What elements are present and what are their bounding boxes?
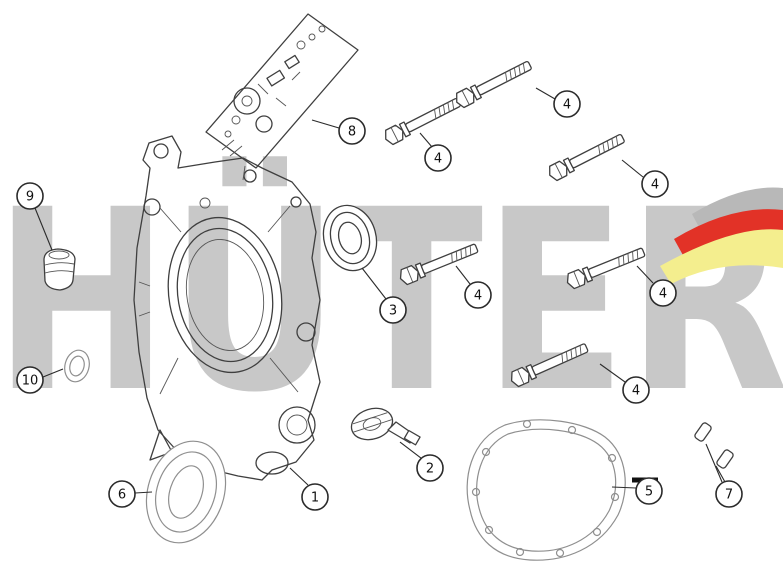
logo-swoosh-yellow: [660, 229, 783, 284]
flange-bolt-1: [381, 94, 464, 147]
callout-10-label: 10: [22, 374, 39, 389]
callout-4f-label: 4: [632, 384, 640, 399]
callout-6-label: 6: [118, 488, 126, 503]
oil-seal: [145, 440, 227, 544]
brand-logo-swoosh: [660, 187, 783, 284]
callout-3: 3: [361, 267, 407, 324]
callout-9: 9: [16, 182, 53, 251]
callout-2-label: 2: [426, 462, 434, 477]
dowel-pin-1: [694, 422, 712, 442]
callout-8: 8: [311, 117, 366, 145]
cover-gasket: [466, 419, 626, 561]
seal-ring: [64, 349, 90, 383]
callout-4f: 4: [599, 363, 650, 404]
callout-8-label: 8: [348, 125, 356, 140]
callout-2: 2: [399, 441, 444, 482]
oil-filler-dipstick: [350, 407, 421, 446]
callout-1: 1: [289, 467, 329, 511]
callout-4e-label: 4: [659, 287, 667, 302]
callout-1-label: 1: [311, 491, 319, 506]
callout-3-label: 3: [389, 304, 397, 319]
callout-5-label: 5: [645, 485, 653, 500]
callout-4d-label: 4: [474, 289, 482, 304]
flange-bolt-2: [452, 57, 535, 110]
bearing: [322, 204, 378, 272]
callout-4b: 4: [535, 87, 581, 118]
crankcase-cover: [133, 135, 321, 481]
callout-10: 10: [16, 366, 64, 394]
callout-4a-label: 4: [434, 152, 442, 167]
callout-4a: 4: [419, 132, 452, 172]
callout-4c-label: 4: [651, 178, 659, 193]
governor-parts-sheet: [205, 13, 359, 169]
callout-4d: 4: [455, 265, 492, 309]
callout-4e: 4: [636, 265, 677, 307]
callout-5: 5: [611, 477, 663, 505]
callout-4b-label: 4: [563, 98, 571, 113]
callout-4c: 4: [621, 159, 669, 198]
callout-7: 7: [705, 443, 743, 508]
dowel-pin-2: [716, 449, 734, 469]
callout-6: 6: [108, 480, 153, 508]
callout-7-label: 7: [725, 488, 733, 503]
logo-swoosh-red: [674, 209, 783, 257]
breather-cap: [43, 248, 76, 291]
callout-9-label: 9: [26, 190, 34, 205]
